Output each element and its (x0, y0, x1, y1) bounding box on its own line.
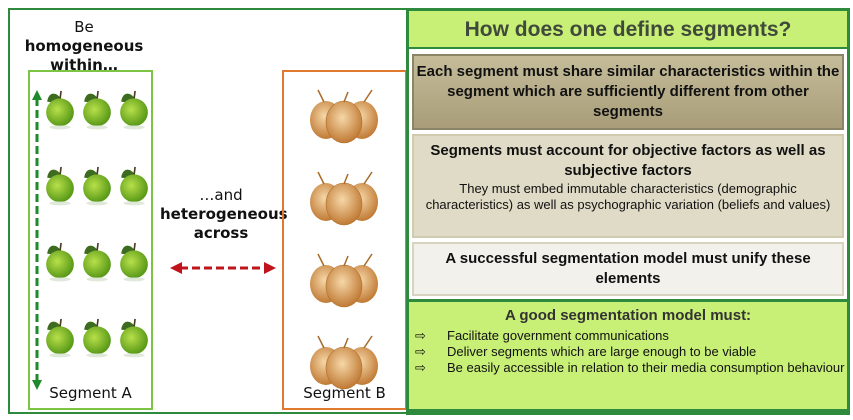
apple-icon (118, 238, 150, 282)
apple-icon (118, 86, 150, 130)
factors-box: Segments must account for objective fact… (412, 134, 844, 238)
apple-icon (81, 314, 113, 358)
list-item: ⇨ Be easily accessible in relation to the… (409, 360, 847, 376)
apple-icon (118, 162, 150, 206)
apple-icon (44, 314, 76, 358)
list-item: ⇨ Deliver segments which are large enough… (409, 344, 847, 360)
apple-icon (81, 238, 113, 282)
apple-grid (44, 86, 150, 390)
onion-column (304, 84, 384, 390)
list-item-text: Deliver segments which are large enough … (447, 344, 757, 359)
arrow-bullet-icon: ⇨ (415, 328, 426, 343)
apple-icon (44, 86, 76, 130)
onion-icon (304, 248, 384, 308)
good-model-list: ⇨ Facilitate government communications ⇨ D… (409, 328, 847, 376)
apple-icon (44, 162, 76, 206)
panel-title: How does one define segments? (409, 11, 847, 49)
good-model-box: A good segmentation model must: ⇨ Facilit… (409, 299, 847, 412)
list-item-text: Be easily accessible in relation to thei… (447, 360, 845, 375)
arrow-bullet-icon: ⇨ (415, 344, 426, 359)
segment-a-box: Segment A (28, 70, 153, 410)
good-model-title: A good segmentation model must: (504, 307, 752, 324)
arrow-bullet-icon: ⇨ (415, 360, 426, 375)
onion-icon (304, 166, 384, 226)
factors-title: Segments must account for objective fact… (430, 142, 826, 179)
unify-box: A successful segmentation model must uni… (412, 242, 844, 296)
segment-b-label: Segment B (303, 384, 386, 402)
list-item-text: Facilitate government communications (447, 328, 669, 343)
onion-icon (304, 330, 384, 390)
apple-icon (118, 314, 150, 358)
list-item: ⇨ Facilitate government communications (409, 328, 847, 344)
horizontal-double-arrow-icon (170, 262, 276, 274)
segment-a-label: Segment A (49, 384, 132, 402)
factors-subtext: They must embed immutable characteristic… (425, 181, 831, 212)
apple-icon (81, 162, 113, 206)
segment-b-box: Segment B (282, 70, 407, 410)
onion-icon (304, 84, 384, 144)
apple-icon (81, 86, 113, 130)
segment-definition-panel: How does one define segments? Each segme… (406, 8, 850, 415)
vertical-double-arrow-icon (32, 90, 42, 390)
apple-icon (44, 238, 76, 282)
similarity-box: Each segment must share similar characte… (412, 54, 844, 130)
